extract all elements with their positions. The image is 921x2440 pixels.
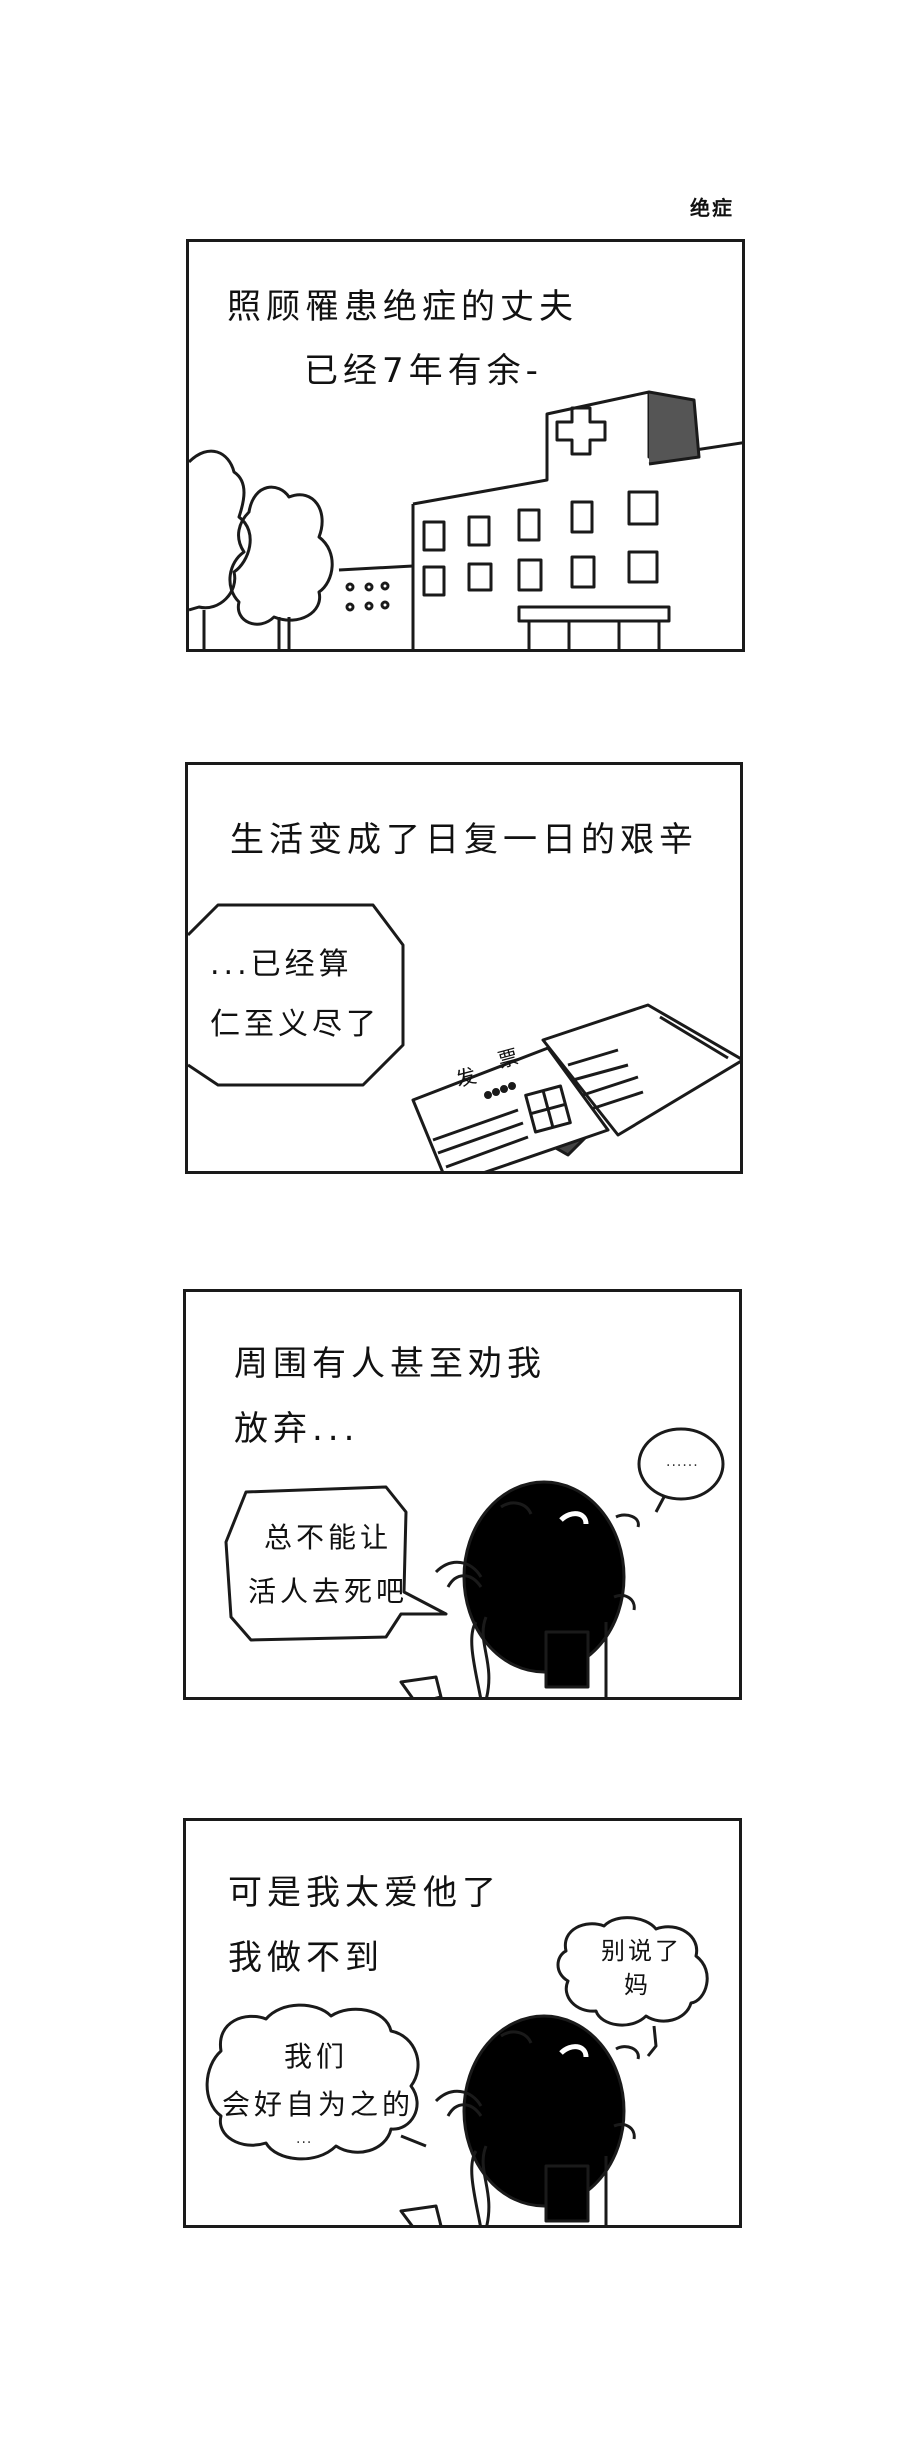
panel-3-caption-line-2: 放弃... [234,1409,360,1449]
woman-illustration [224,1427,725,1697]
panel-4-cloud-right-line-2: 妈 [624,1971,651,1999]
panel-1-caption-line-1: 照顾罹患绝症的丈夫 [227,287,578,327]
woman-illustration [205,1916,709,2225]
panel-4-caption-line-2: 我做不到 [228,1938,384,1978]
series-title: 绝症 [690,196,734,220]
receipt-label-fa: 发 [453,1062,482,1092]
hospital-illustration [189,390,742,649]
comic-panel-4: 可是我太爱他了 我做不到 我们 会好自为之的 ... 别说了 妈 [183,1818,742,2228]
panel-1-caption-line-2: 已经7年有余- [304,351,543,391]
panel-3-caption-line-1: 周围有人甚至劝我 [234,1344,546,1384]
panel-3-speech-line-2: 活人去死吧 [248,1575,409,1608]
panel-2-caption: 生活变成了日复一日的艰辛 [230,820,698,860]
comic-panel-1: 照顾罹患绝症的丈夫 已经7年有余- [186,239,745,652]
panel-4-cloud-left-line-1: 我们 [284,2040,349,2073]
panel-4-cloud-right-line-1: 别说了 [601,1937,682,1965]
panel-2-speech-line-1: ...已经算 [210,947,353,982]
panel-3-thought-dots: ...... [666,1454,699,1470]
comic-panel-2: 生活变成了日复一日的艰辛 ...已经算 仁至义尽了 发 票 [185,762,743,1174]
panel-4-cloud-left-line-2: 会好自为之的 [222,2088,415,2121]
receipts-illustration [188,903,740,1171]
comic-panel-3: 周围有人甚至劝我 放弃... 总不能让 活人去死吧 ...... [183,1289,742,1700]
receipt-label-piao: 票 [495,1043,524,1073]
panel-2-speech-line-2: 仁至义尽了 [210,1007,380,1042]
panel-4-cloud-left-dots: ... [296,2131,313,2147]
panel-3-speech-line-1: 总不能让 [264,1521,393,1554]
panel-4-caption-line-1: 可是我太爱他了 [228,1873,501,1913]
